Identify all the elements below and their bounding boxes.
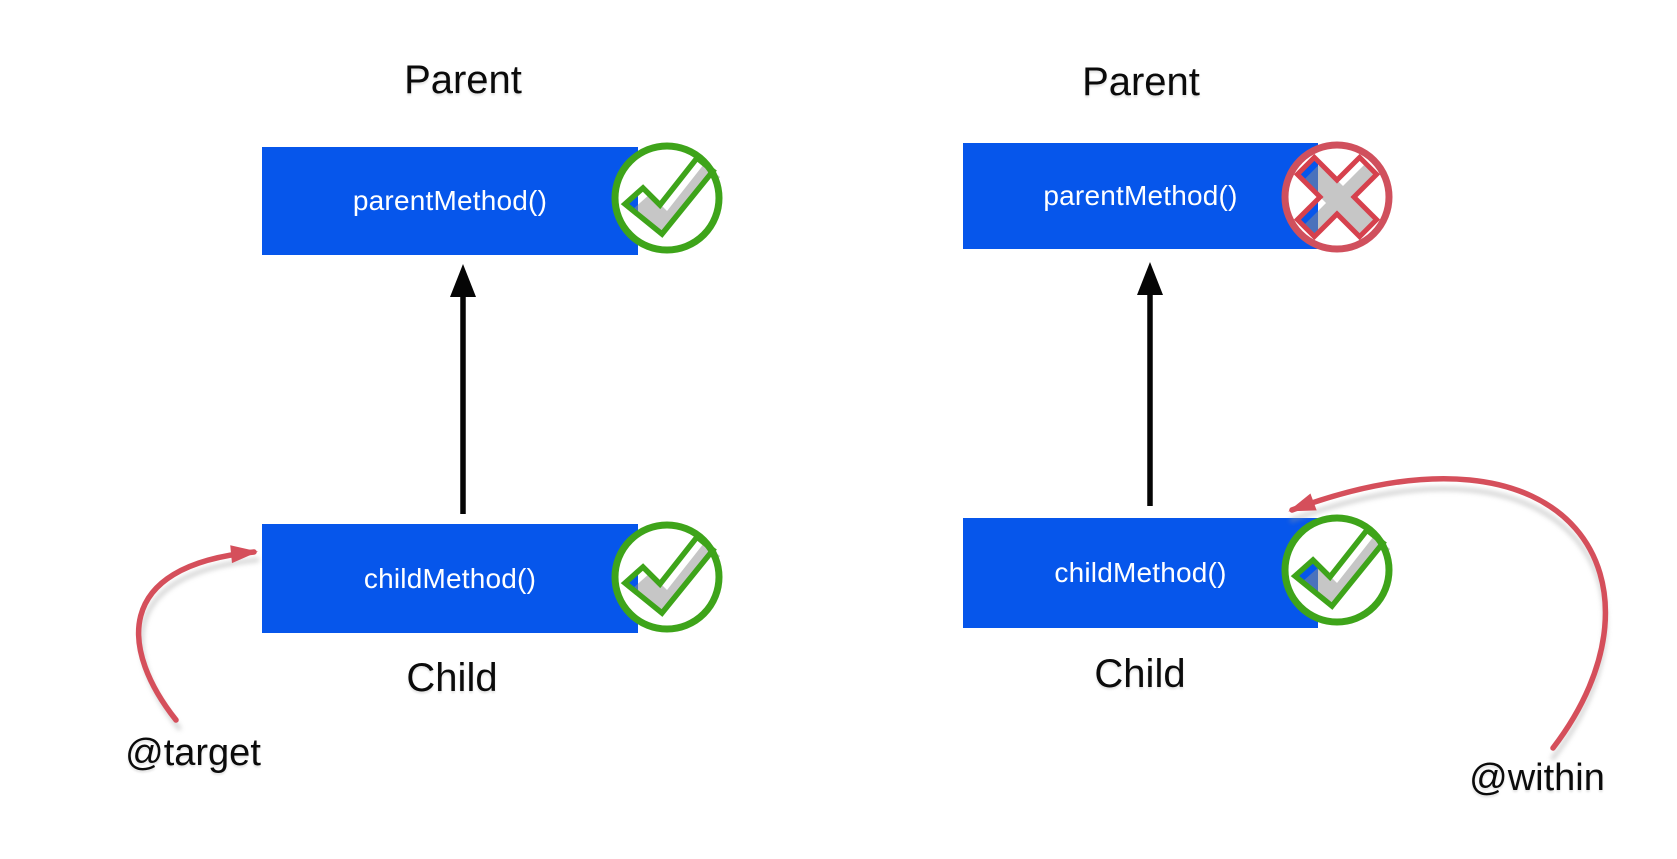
- right-child-class-label: Child: [1094, 652, 1186, 696]
- right-parent-class-label: Parent: [1082, 60, 1200, 104]
- right-inheritance-arrow: [1137, 262, 1163, 506]
- left-child-method-box: childMethod(): [262, 524, 638, 633]
- right-child-method-label: childMethod(): [1054, 557, 1227, 588]
- cross-icon: [1281, 141, 1393, 253]
- left-parent-method-label: parentMethod(): [352, 185, 548, 216]
- left-inheritance-arrow: [450, 264, 476, 514]
- target-annotation-label: @target: [125, 732, 261, 774]
- check-icon: [1281, 514, 1393, 626]
- check-icon: [611, 521, 723, 633]
- left-child-method-label: childMethod(): [363, 562, 537, 594]
- left-child-class-label: Child: [406, 656, 498, 700]
- check-icon: [611, 142, 723, 254]
- within-annotation-label: @within: [1469, 757, 1605, 799]
- left-parent-class-label: Parent: [404, 58, 522, 102]
- left-parent-method-box: parentMethod(): [262, 147, 638, 255]
- target-annotation-arrow: [136, 545, 260, 731]
- right-parent-method-box: parentMethod(): [963, 143, 1318, 249]
- right-child-method-box: childMethod(): [963, 518, 1318, 628]
- right-parent-method-label: parentMethod(): [1043, 180, 1238, 211]
